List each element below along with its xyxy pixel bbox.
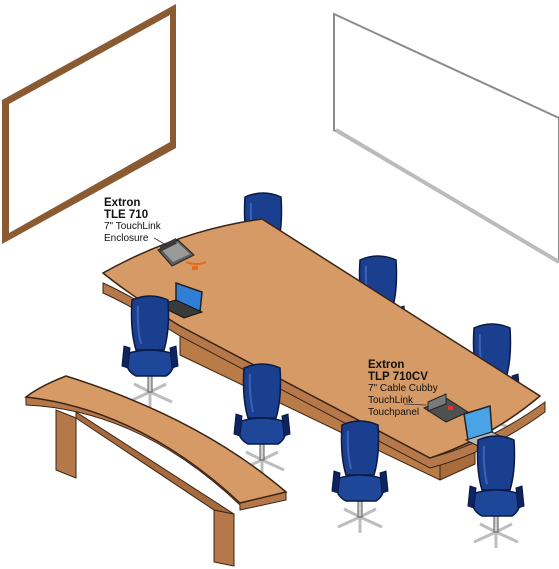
callout-leader-line (403, 403, 427, 406)
whiteboard-icon (2, 4, 176, 244)
projection-screen-icon (333, 12, 559, 264)
callout-description: Touchpanel (368, 407, 420, 418)
credenza-icon (24, 375, 288, 567)
callout-description: Enclosure (104, 233, 149, 244)
callout-model: TLE 710 (104, 209, 149, 221)
callout-brand: Extron (368, 359, 405, 371)
callout-leader-line (153, 237, 169, 247)
callout-brand: Extron (104, 197, 141, 209)
callout-model: TLP 710CV (368, 371, 428, 383)
callout-description: 7" Cable Cubby (368, 383, 438, 394)
callout-description: 7" TouchLink (104, 221, 161, 232)
touchlink-enclosure-icon (157, 238, 207, 270)
tlp-710cv-callout: Extron TLP 710CV 7" Cable Cubby TouchLin… (368, 359, 438, 419)
callout-description: TouchLink (368, 395, 414, 406)
tle-710-callout: Extron TLE 710 7" TouchLink Enclosure (104, 197, 161, 245)
office-chair-icon (466, 434, 526, 550)
